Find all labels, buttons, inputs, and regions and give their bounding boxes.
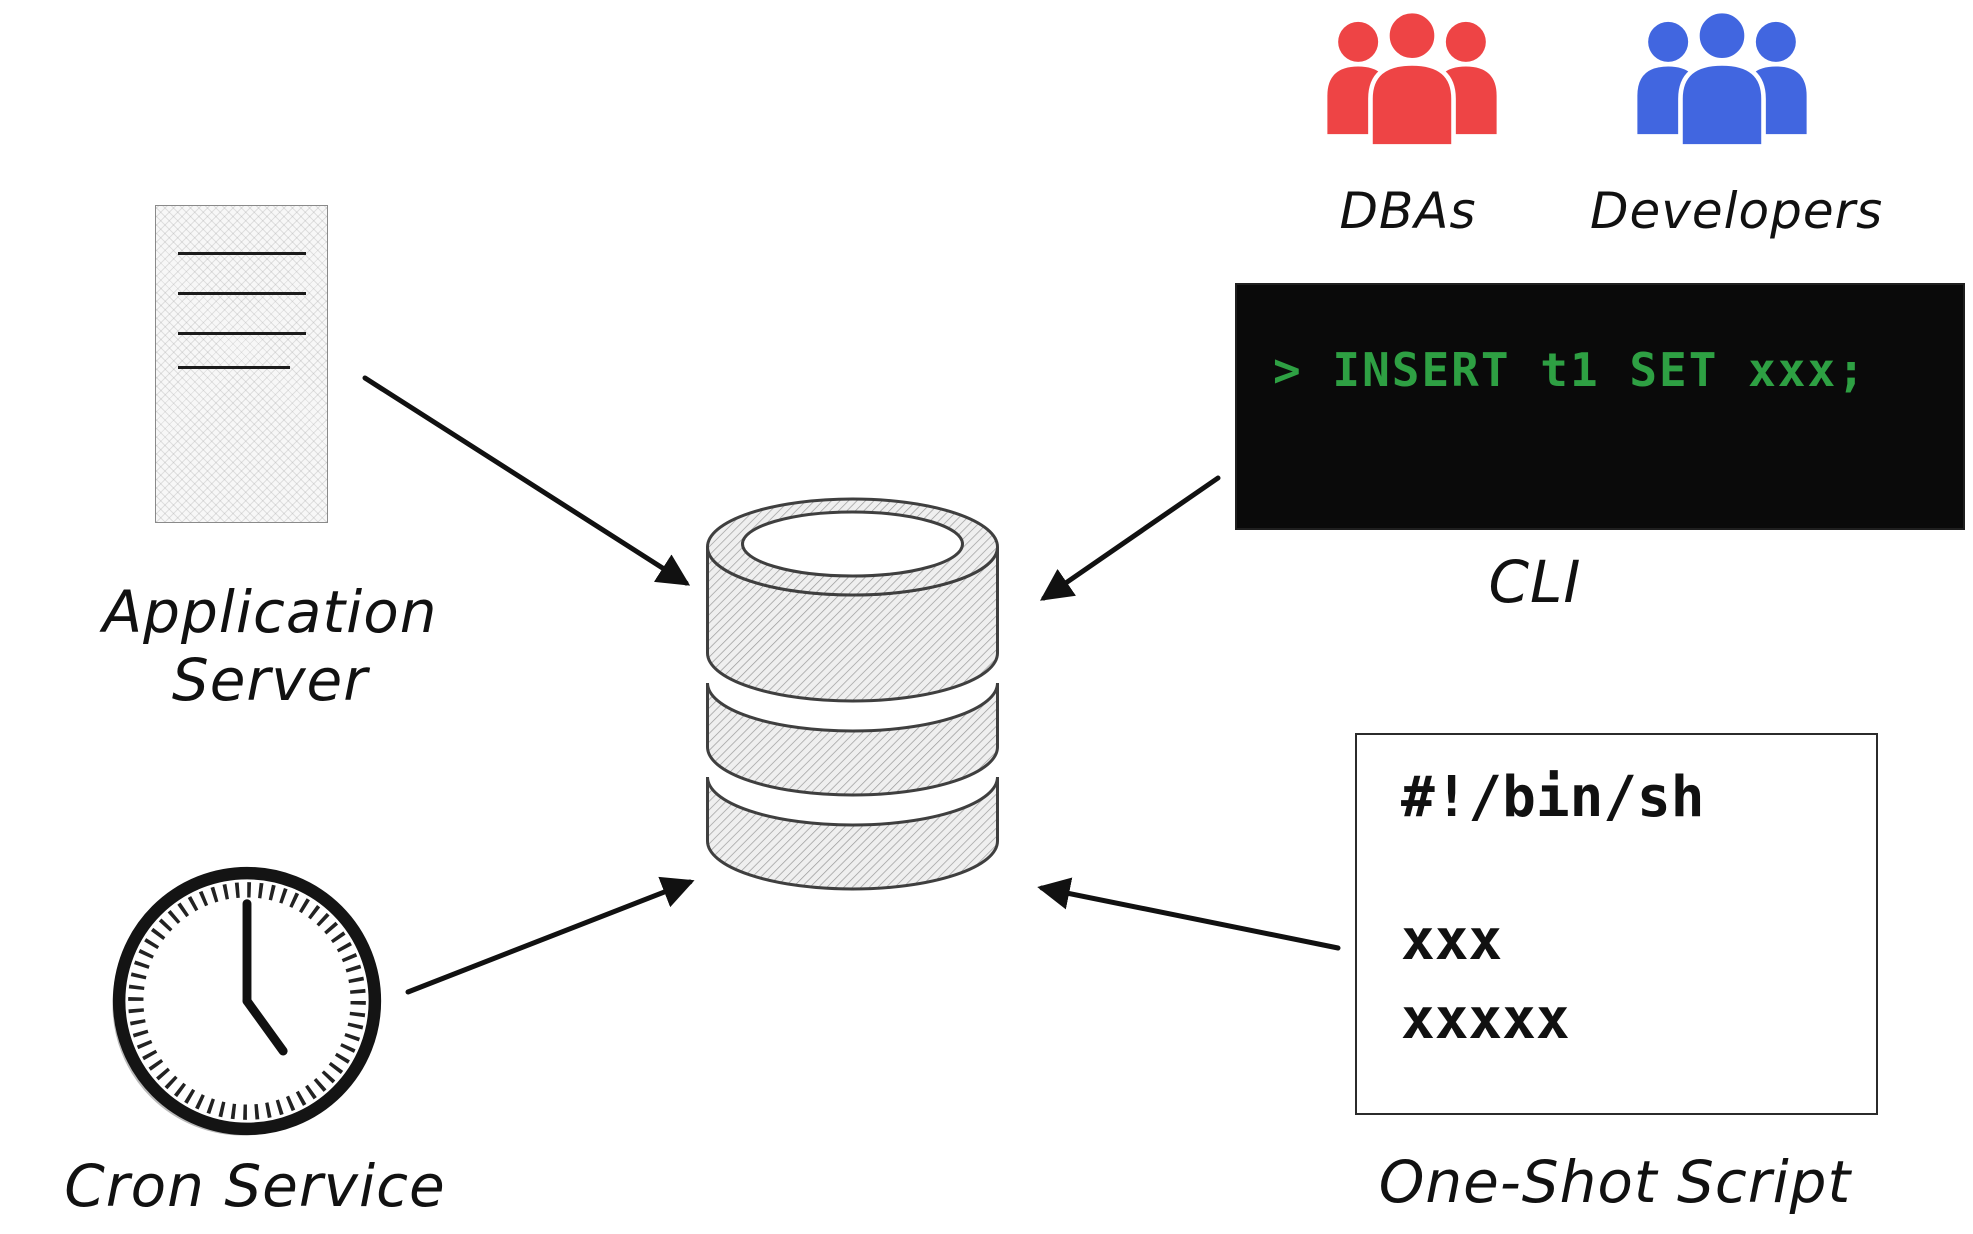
dbas-users-icon	[1327, 8, 1497, 149]
cron-service-label: Cron Service	[64, 1152, 446, 1220]
arrow-cron-to-db	[405, 876, 695, 995]
clock-icon	[112, 866, 382, 1136]
script-shebang-line: #!/bin/sh	[1401, 765, 1705, 830]
document-text-line	[178, 366, 290, 369]
developers-users-icon	[1637, 8, 1807, 149]
one-shot-script-label: One-Shot Script	[1378, 1148, 1852, 1216]
one-shot-script-box: #!/bin/sh xxx xxxxx	[1355, 733, 1878, 1115]
arrow-cli-to-db	[1039, 475, 1221, 601]
cli-terminal-window: > INSERT t1 SET xxx;	[1235, 283, 1965, 530]
document-text-line	[178, 332, 306, 335]
arrow-script-to-db	[1037, 877, 1341, 951]
dbas-label: DBAs	[1339, 182, 1477, 240]
script-line: xxxxx	[1401, 987, 1570, 1052]
document-text-line	[178, 292, 306, 295]
clock-hour-hand	[242, 996, 288, 1056]
cli-command-text: > INSERT t1 SET xxx;	[1273, 343, 1867, 397]
developers-label: Developers	[1590, 182, 1884, 240]
arrow-app-server-to-db	[362, 375, 691, 586]
clock-tick-marks	[128, 882, 366, 1120]
script-line: xxx	[1401, 908, 1503, 973]
cli-label: CLI	[1488, 548, 1582, 616]
database-cylinder-icon	[706, 497, 999, 891]
application-server-label: Application Server	[102, 578, 438, 714]
document-text-line	[178, 252, 306, 255]
application-server-icon	[155, 205, 328, 523]
